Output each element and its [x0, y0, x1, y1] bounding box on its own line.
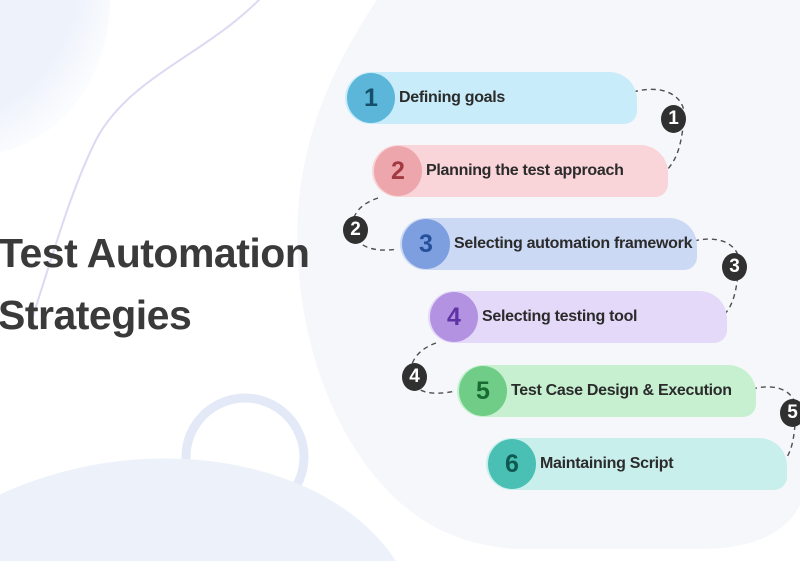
page-title: Test Automation Strategies	[0, 222, 310, 346]
step-number-circle-5: 5	[459, 366, 507, 416]
page-title-line-2: Strategies	[0, 292, 192, 338]
bottom-left-blob-decoration	[0, 458, 419, 561]
connector-badge-2: 2	[343, 216, 368, 244]
step-label-3: Selecting automation framework	[454, 235, 693, 252]
connector-badge-5: 5	[780, 399, 800, 427]
step-number-circle-6: 6	[488, 439, 536, 489]
step-label-4: Selecting testing tool	[482, 308, 638, 325]
connector-badge-3: 3	[722, 253, 747, 281]
step-label-2: Planning the test approach	[426, 162, 624, 179]
step-bar-5: 5 Test Case Design & Execution	[457, 365, 756, 417]
step-number-circle-2: 2	[374, 146, 422, 196]
connector-badge-4: 4	[402, 363, 427, 391]
step-number-circle-1: 1	[347, 73, 395, 123]
step-bar-1: 1 Defining goals	[345, 72, 637, 124]
step-bar-3: 3 Selecting automation framework	[400, 218, 697, 270]
step-label-1: Defining goals	[399, 89, 506, 106]
step-number-circle-4: 4	[430, 292, 478, 342]
connector-badge-1: 1	[661, 105, 686, 133]
step-bar-6: 6 Maintaining Script	[486, 438, 787, 490]
step-bar-4: 4 Selecting testing tool	[428, 291, 727, 343]
step-bar-2: 2 Planning the test approach	[372, 145, 668, 197]
connector-5	[751, 386, 797, 466]
curved-line-decoration	[29, 0, 261, 326]
connector-1	[632, 88, 685, 175]
page-title-line-1: Test Automation	[0, 230, 310, 276]
connector-3	[693, 238, 740, 319]
step-label-6: Maintaining Script	[540, 455, 674, 472]
step-label-5: Test Case Design & Execution	[511, 382, 732, 399]
step-number-circle-3: 3	[402, 219, 450, 269]
top-left-blob-decoration	[0, 0, 110, 153]
